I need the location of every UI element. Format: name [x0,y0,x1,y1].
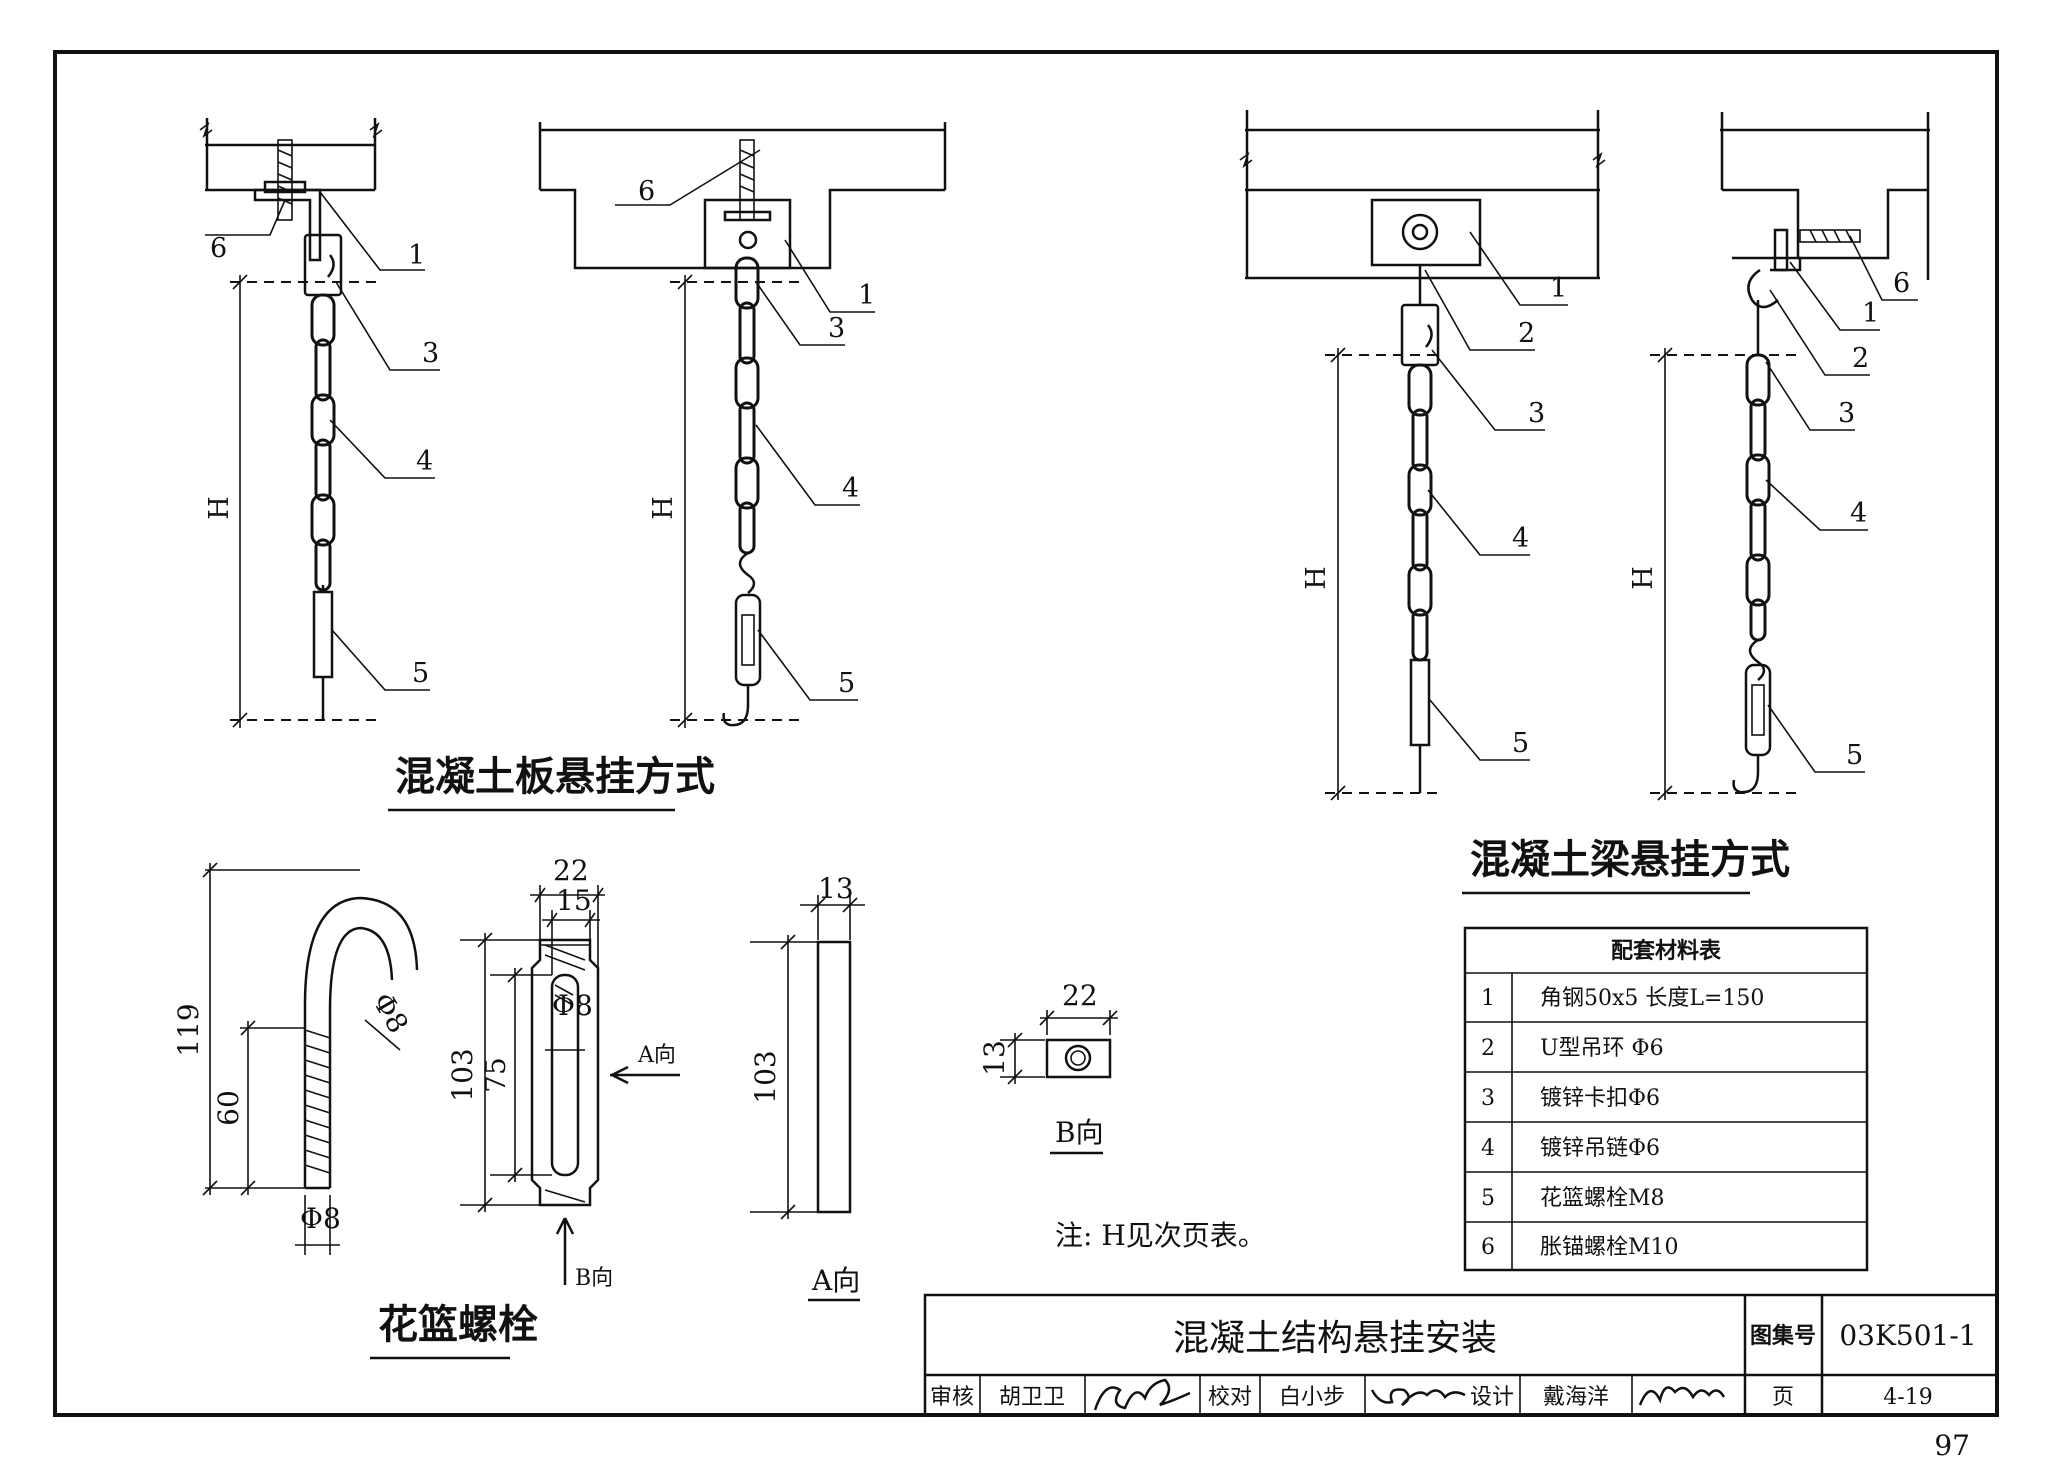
slab-detail-1: H 1 6 3 4 5 [199,118,440,728]
h-dim-label: H [204,496,235,520]
table-row-3-no: 3 [1481,1086,1495,1111]
hook-dim-119: 119 [172,1003,205,1056]
page-code: 4-19 [1883,1385,1932,1410]
slab-detail-2: H 6 1 3 4 5 [538,122,947,728]
callout-5: 5 [412,658,429,689]
h-dim-label-4: H [1628,566,1659,590]
note-text: 注: H见次页表。 [1055,1219,1266,1252]
table-row-1-no: 1 [1481,986,1495,1011]
atlas-label: 图集号 [1750,1323,1816,1349]
nut-dim-22: 22 [1062,979,1098,1012]
design-name: 戴海洋 [1543,1385,1609,1410]
body-b-dir: B向 [575,1266,613,1291]
callout-5d: 5 [1846,740,1863,771]
table-row-2-item: U型吊环 Φ6 [1540,1036,1664,1061]
callout-6d: 6 [1893,268,1910,299]
table-row-3-item: 镀锌卡扣Φ6 [1540,1086,1660,1111]
beam-title: 混凝土梁悬挂方式 [1470,836,1790,883]
callout-1c: 1 [1550,273,1567,304]
callout-3b: 3 [828,313,845,344]
page-number: 97 [1934,1429,1970,1462]
hook-dim-60: 60 [212,1090,245,1126]
turnbuckle-title: 花篮螺栓 [378,1301,538,1348]
callout-1: 1 [408,240,425,271]
review-name: 胡卫卫 [999,1385,1065,1410]
callout-4c: 4 [1512,523,1529,554]
nut-view-b: 22 13 B向 [978,979,1118,1155]
slab-title: 混凝土板悬挂方式 [395,753,715,800]
callout-4b: 4 [842,473,859,504]
hook-phi-top: Φ8 [366,987,415,1039]
callout-6: 6 [210,233,227,264]
title-block-title: 混凝土结构悬挂安装 [1173,1318,1497,1359]
callout-2d: 2 [1852,343,1869,374]
table-title: 配套材料表 [1611,938,1722,964]
review-label: 审核 [930,1385,974,1410]
title-block: 混凝土结构悬挂安装 图集号 03K501-1 审核 胡卫卫 校对 白小步 设计 … [923,1293,1999,1417]
callout-3d: 3 [1838,398,1855,429]
nut-label: B向 [1055,1116,1104,1149]
body-phi: Φ8 [552,989,593,1022]
table-row-1-item: 角钢50x5 长度L=150 [1540,986,1764,1011]
nut-dim-13: 13 [978,1040,1011,1076]
beam-detail-2: H 6 1 2 3 4 5 [1628,112,1930,801]
page-label: 页 [1772,1385,1794,1410]
body-a-dir: A向 [637,1043,676,1068]
callout-4: 4 [416,446,433,477]
body-dim-103: 103 [446,1048,479,1101]
body-dim-15: 15 [556,884,592,917]
hook-phi-bottom: Φ8 [300,1202,341,1235]
check-label: 校对 [1208,1385,1252,1410]
callout-1b: 1 [858,280,875,311]
side-dim-103: 103 [749,1050,782,1103]
atlas-number: 03K501-1 [1839,1319,1976,1352]
table-row-5-item: 花篮螺栓M8 [1540,1186,1665,1211]
design-label: 设计 [1470,1385,1514,1410]
callout-1d: 1 [1862,298,1879,329]
sheet-frame [53,50,1999,1417]
callout-5c: 5 [1512,728,1529,759]
table-row-4-item: 镀锌吊链Φ6 [1540,1136,1660,1161]
hook-detail: 119 60 Φ8 Φ8 [172,862,419,1255]
callout-5b: 5 [838,668,855,699]
side-dim-13: 13 [818,872,854,905]
h-dim-label-3: H [1301,566,1332,590]
callout-3c: 3 [1528,398,1545,429]
callout-3: 3 [422,338,439,369]
check-name: 白小步 [1279,1385,1345,1410]
side-view-a: 13 103 A向 [749,872,865,1302]
table-row-2-no: 2 [1481,1036,1495,1061]
beam-detail-1: H 1 2 3 4 5 [1239,110,1606,801]
callout-2c: 2 [1518,318,1535,349]
turnbuckle-body-detail: 22 15 103 75 Φ8 A向 B向 [446,854,680,1291]
callout-6b: 6 [638,176,655,207]
review-signature [1093,1378,1191,1411]
table-row-6-item: 胀锚螺栓M10 [1540,1235,1679,1260]
table-row-4-no: 4 [1481,1136,1495,1161]
body-dim-75: 75 [479,1057,512,1093]
table-row-6-no: 6 [1481,1235,1495,1260]
body-dim-22: 22 [553,854,589,887]
table-row-5-no: 5 [1481,1186,1495,1211]
callout-4d: 4 [1850,498,1867,529]
side-label: A向 [811,1264,860,1297]
design-signature [1638,1386,1726,1406]
check-signature [1370,1388,1466,1407]
material-table: 配套材料表 1 角钢50x5 长度L=150 2 U型吊环 Φ6 3 镀锌卡扣Φ… [1463,926,1869,1272]
h-dim-label-2: H [648,496,679,520]
